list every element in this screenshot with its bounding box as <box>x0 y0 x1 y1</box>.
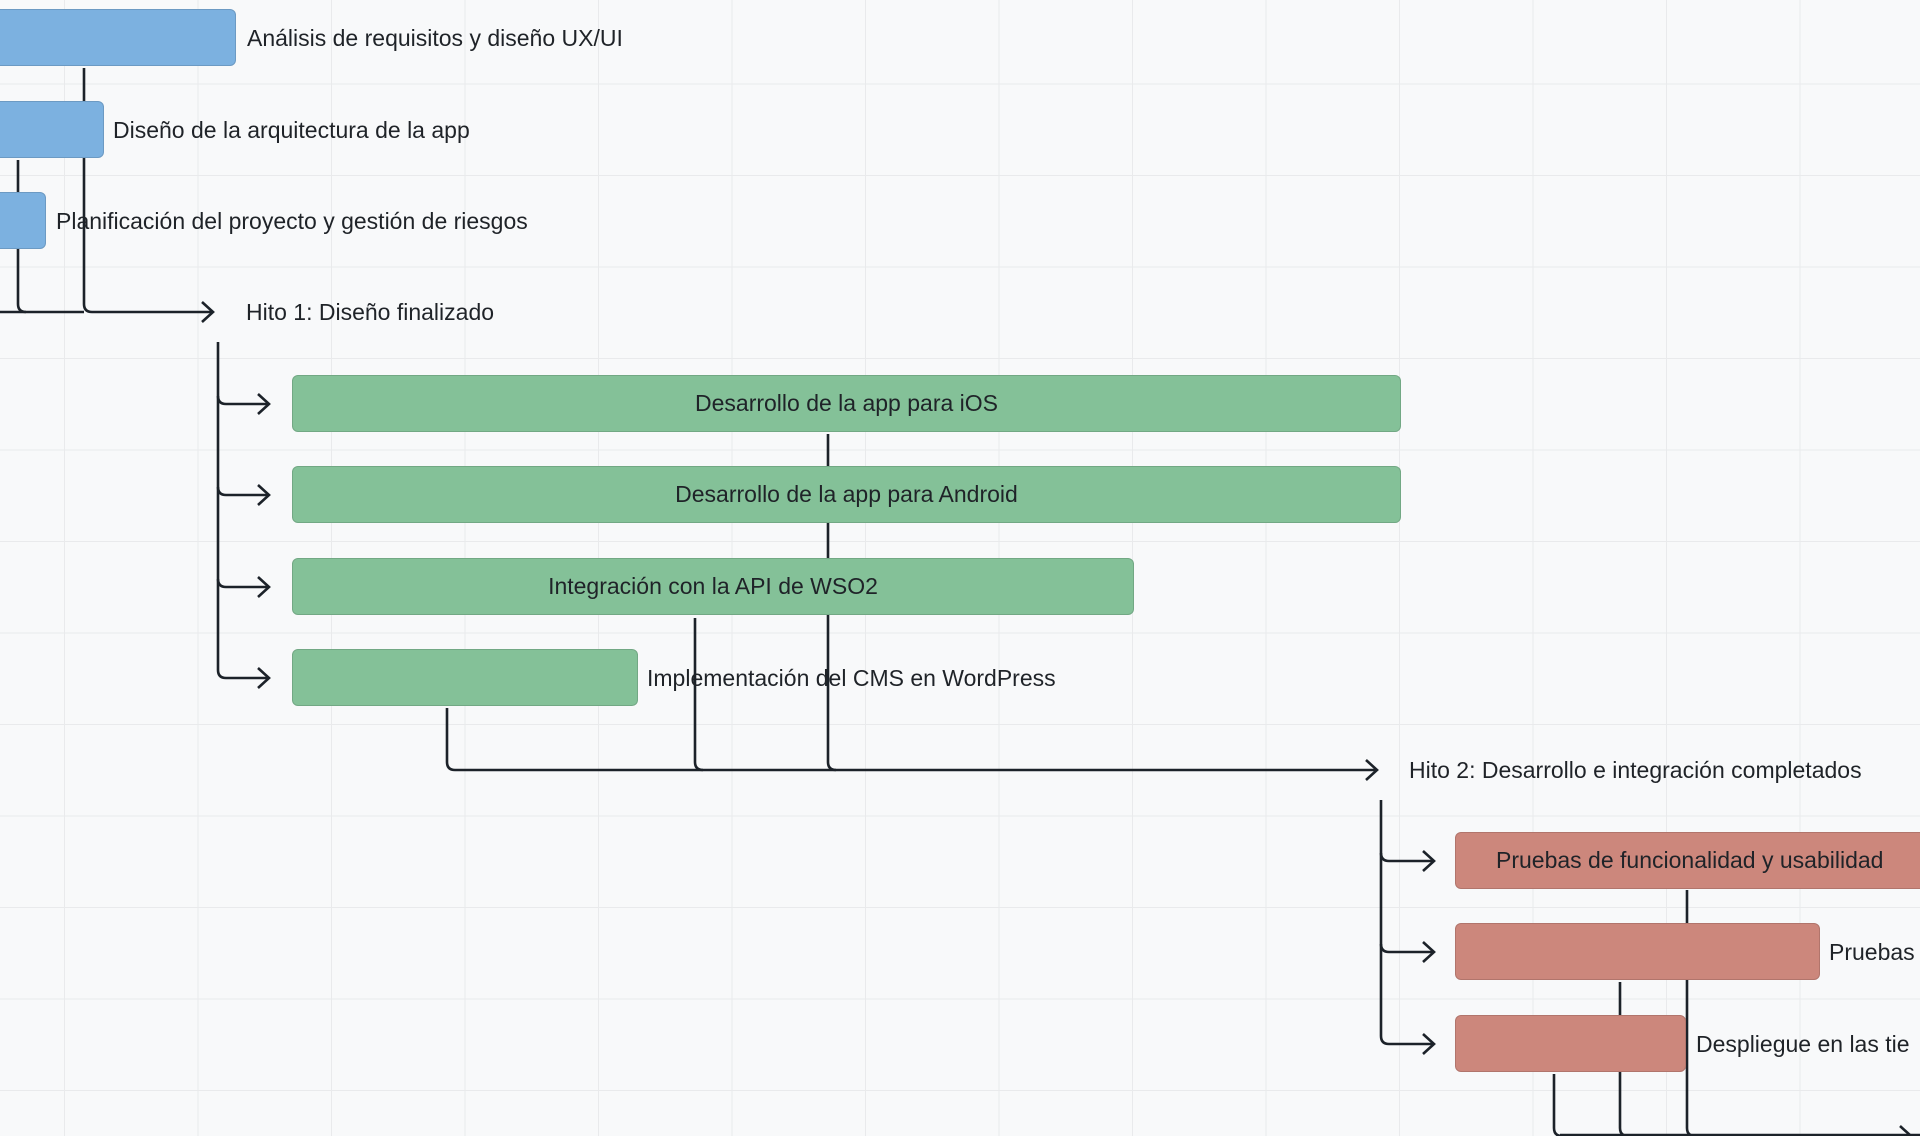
task-bar-requirements[interactable] <box>0 9 236 66</box>
dependency-line <box>1379 852 1433 863</box>
arrow-head-icon <box>257 576 271 598</box>
task-label-android: Desarrollo de la app para Android <box>675 481 1018 507</box>
task-label-ios: Desarrollo de la app para iOS <box>695 390 998 416</box>
dependency-line <box>82 68 212 314</box>
task-bar-planning[interactable] <box>0 192 46 249</box>
task-label-deployment: Despliegue en las tie <box>1696 1031 1910 1057</box>
milestone-2-label[interactable]: Hito 2: Desarrollo e integración complet… <box>1409 757 1862 783</box>
task-label-wso2-api: Integración con la API de WSO2 <box>548 573 878 599</box>
task-label-planning: Planificación del proyecto y gestión de … <box>56 208 528 234</box>
arrow-head-icon <box>1422 941 1436 963</box>
task-bar-wordpress-cms[interactable] <box>292 649 638 706</box>
dependency-line <box>216 395 268 406</box>
task-bar-functional-tests[interactable]: Pruebas de funcionalidad y usabilidad <box>1455 832 1920 889</box>
task-label-wordpress-cms: Implementación del CMS en WordPress <box>647 665 1056 691</box>
task-bar-deployment[interactable] <box>1455 1015 1686 1072</box>
task-label-functional-tests: Pruebas de funcionalidad y usabilidad <box>1496 847 1884 873</box>
task-bar-architecture[interactable] <box>0 101 104 158</box>
arrow-head-icon <box>257 667 271 689</box>
dependency-line <box>1552 1074 1563 1136</box>
milestone-1-label[interactable]: Hito 1: Diseño finalizado <box>246 299 495 325</box>
task-bar-tests[interactable] <box>1455 923 1820 980</box>
dependency-line <box>826 434 837 772</box>
dependency-line <box>216 486 268 497</box>
arrow-head-icon <box>257 393 271 415</box>
arrow-head-icon <box>201 301 215 323</box>
task-label-requirements: Análisis de requisitos y diseño UX/UI <box>247 25 623 51</box>
dependency-line <box>445 708 1376 772</box>
arrow-head-icon <box>257 484 271 506</box>
arrow-head-icon <box>1422 1033 1436 1055</box>
dependency-line <box>216 342 268 680</box>
arrow-head-icon <box>1365 759 1379 781</box>
arrow-head-icon <box>1899 1125 1912 1136</box>
dependency-line <box>1379 800 1433 1046</box>
arrow-head-icon <box>1422 850 1436 872</box>
task-bar-android[interactable]: Desarrollo de la app para Android <box>292 466 1401 523</box>
task-bar-ios[interactable]: Desarrollo de la app para iOS <box>292 375 1401 432</box>
task-label-architecture: Diseño de la arquitectura de la app <box>113 117 470 143</box>
dependency-line <box>216 578 268 589</box>
dependency-line <box>1379 943 1433 954</box>
dependency-line <box>693 618 704 772</box>
task-bar-wso2-api[interactable]: Integración con la API de WSO2 <box>292 558 1134 615</box>
task-label-tests: Pruebas <box>1829 939 1915 965</box>
